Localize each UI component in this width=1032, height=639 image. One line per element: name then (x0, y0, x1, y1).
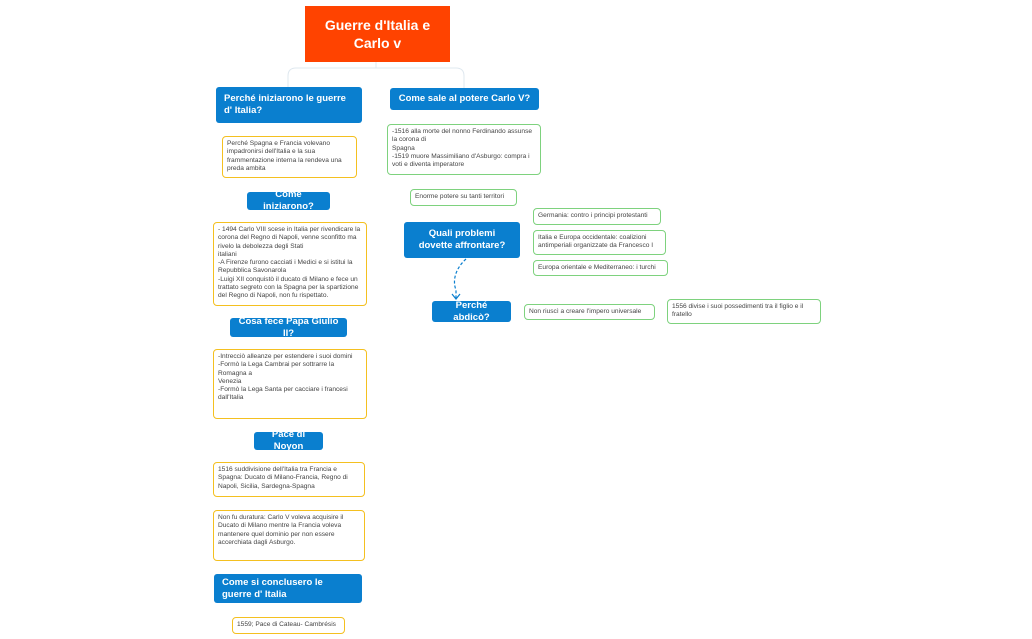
note-come-iniziarono[interactable]: - 1494 Carlo VIII scese in Italia per ri… (213, 222, 367, 306)
note-germania[interactable]: Germania: contro i principi protestanti (533, 208, 661, 225)
topic-come-sale-al-potere[interactable]: Come sale al potere Carlo V? (390, 88, 539, 110)
note-pace-cateau-cambresis[interactable]: 1559; Pace di Cateau- Cambrésis (232, 617, 345, 634)
note-come-sale-al-potere[interactable]: -1516 alla morte del nonno Ferdinando as… (387, 124, 541, 175)
topic-quali-problemi[interactable]: Quali problemi dovette affrontare? (404, 222, 520, 258)
note-perche-iniziarono[interactable]: Perché Spagna e Francia volevano impadro… (222, 136, 357, 178)
topic-papa-giulio[interactable]: Cosa fece Papa Giulio II? (230, 316, 347, 339)
topic-perche-iniziarono[interactable]: Perché iniziarono le guerre d' Italia? (216, 87, 362, 123)
topic-pace-di-noyon[interactable]: Pace di Noyon (254, 429, 323, 452)
note-italia-europa-occidentale[interactable]: Italia e Europa occidentale: coalizioni … (533, 230, 666, 255)
note-pace-noyon-divisione[interactable]: 1516 suddivisione dell'Italia tra Franci… (213, 462, 365, 497)
topic-come-iniziarono[interactable]: Come iniziarono? (247, 189, 330, 212)
note-papa-giulio[interactable]: -Intrecciò alleanze per estendere i suoi… (213, 349, 367, 419)
note-pace-noyon-non-duratura[interactable]: Non fu duratura: Carlo V voleva acquisir… (213, 510, 365, 561)
note-europa-orientale[interactable]: Europa orientale e Mediterraneo: i turch… (533, 260, 668, 276)
topic-come-si-conclusero[interactable]: Come si conclusero le guerre d' Italia (214, 574, 362, 603)
topic-perche-abdico[interactable]: Perché abdicò? (432, 300, 511, 323)
note-divisione-possedimenti[interactable]: 1556 divise i suoi possedimenti tra il f… (667, 299, 821, 324)
note-enorme-potere[interactable]: Enorme potere su tanti territori (410, 189, 517, 206)
note-impero-universale[interactable]: Non riuscì a creare l'impero universale (524, 304, 655, 320)
root-topic[interactable]: Guerre d'Italia e Carlo v (305, 6, 450, 62)
